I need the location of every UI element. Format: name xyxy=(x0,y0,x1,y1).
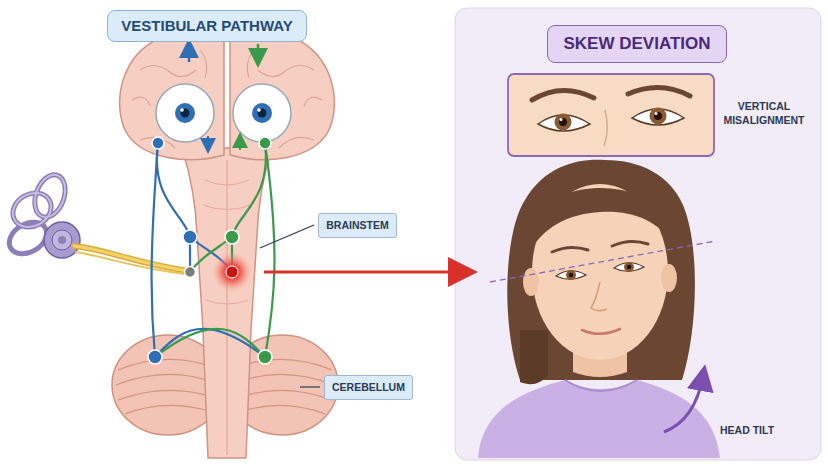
node-text: VESTIBULAR PATHWAY xyxy=(120,17,294,34)
title-box: VESTIBULAR PATHWAY xyxy=(107,10,307,42)
callout-box: CEREBELLUM xyxy=(324,375,413,400)
title-box: SKEW DEVIATION xyxy=(547,25,727,63)
annotation-label: VERTICAL MISALIGNMENT xyxy=(714,100,814,127)
node-text: SKEW DEVIATION xyxy=(562,34,712,54)
annotation-label: HEAD TILT xyxy=(720,424,774,438)
callout-box: BRAINSTEM xyxy=(318,213,397,238)
node-text: CEREBELLUM xyxy=(331,381,406,393)
node-text: BRAINSTEM xyxy=(325,219,390,231)
